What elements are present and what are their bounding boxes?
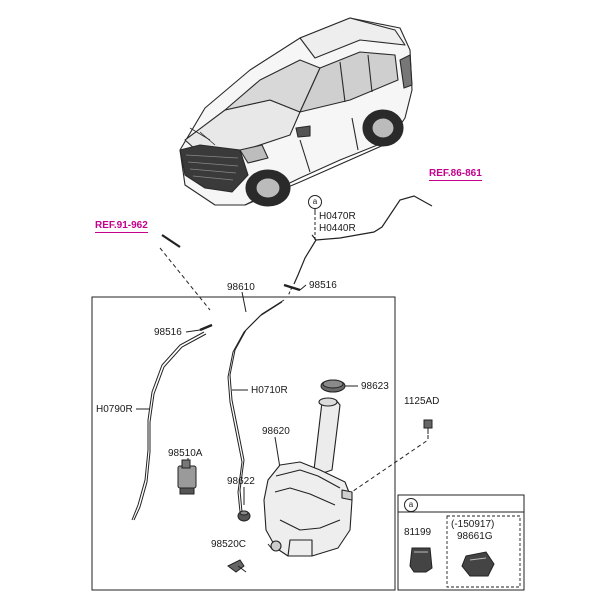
mounting-bolt — [227, 559, 247, 573]
label-98623: 98623 — [361, 381, 389, 392]
label-h0790r: H0790R — [96, 404, 133, 415]
label-h0470r: H0470R — [319, 211, 356, 222]
label-98510a: 98510A — [168, 448, 203, 459]
reference-link-86-861[interactable]: REF.86-861 — [429, 168, 482, 181]
hose-lines — [131, 195, 433, 550]
inset-variant-frame — [446, 515, 521, 588]
pump-grommet — [237, 510, 251, 522]
label-98622: 98622 — [227, 476, 255, 487]
washer-reservoir — [263, 397, 353, 557]
label-98516-left: 98516 — [154, 327, 182, 338]
label-98610: 98610 — [227, 282, 255, 293]
label-81199: 81199 — [404, 527, 432, 538]
clip-81199 — [409, 547, 433, 573]
bracket-bolt — [423, 419, 433, 434]
label-h0710r: H0710R — [251, 385, 288, 396]
reservoir-cap — [320, 379, 346, 393]
label-98661g: 98661G — [457, 531, 493, 542]
washer-pump — [177, 459, 197, 495]
label-98520c: 98520C — [211, 539, 247, 550]
label-h0440r: H0440R — [319, 223, 356, 234]
label-98620: 98620 — [262, 426, 290, 437]
label-98516-top: 98516 — [309, 280, 337, 291]
clip-98661g — [461, 551, 495, 577]
inset-frame — [397, 494, 525, 591]
reference-link-91-962[interactable]: REF.91-962 — [95, 220, 148, 233]
label-1125ad: 1125AD — [404, 396, 440, 407]
label-variant-note: (-150917) — [451, 519, 495, 530]
callout-a-inset: a — [404, 498, 418, 512]
vehicle-illustration — [179, 17, 413, 207]
callout-a-top: a — [308, 195, 322, 209]
